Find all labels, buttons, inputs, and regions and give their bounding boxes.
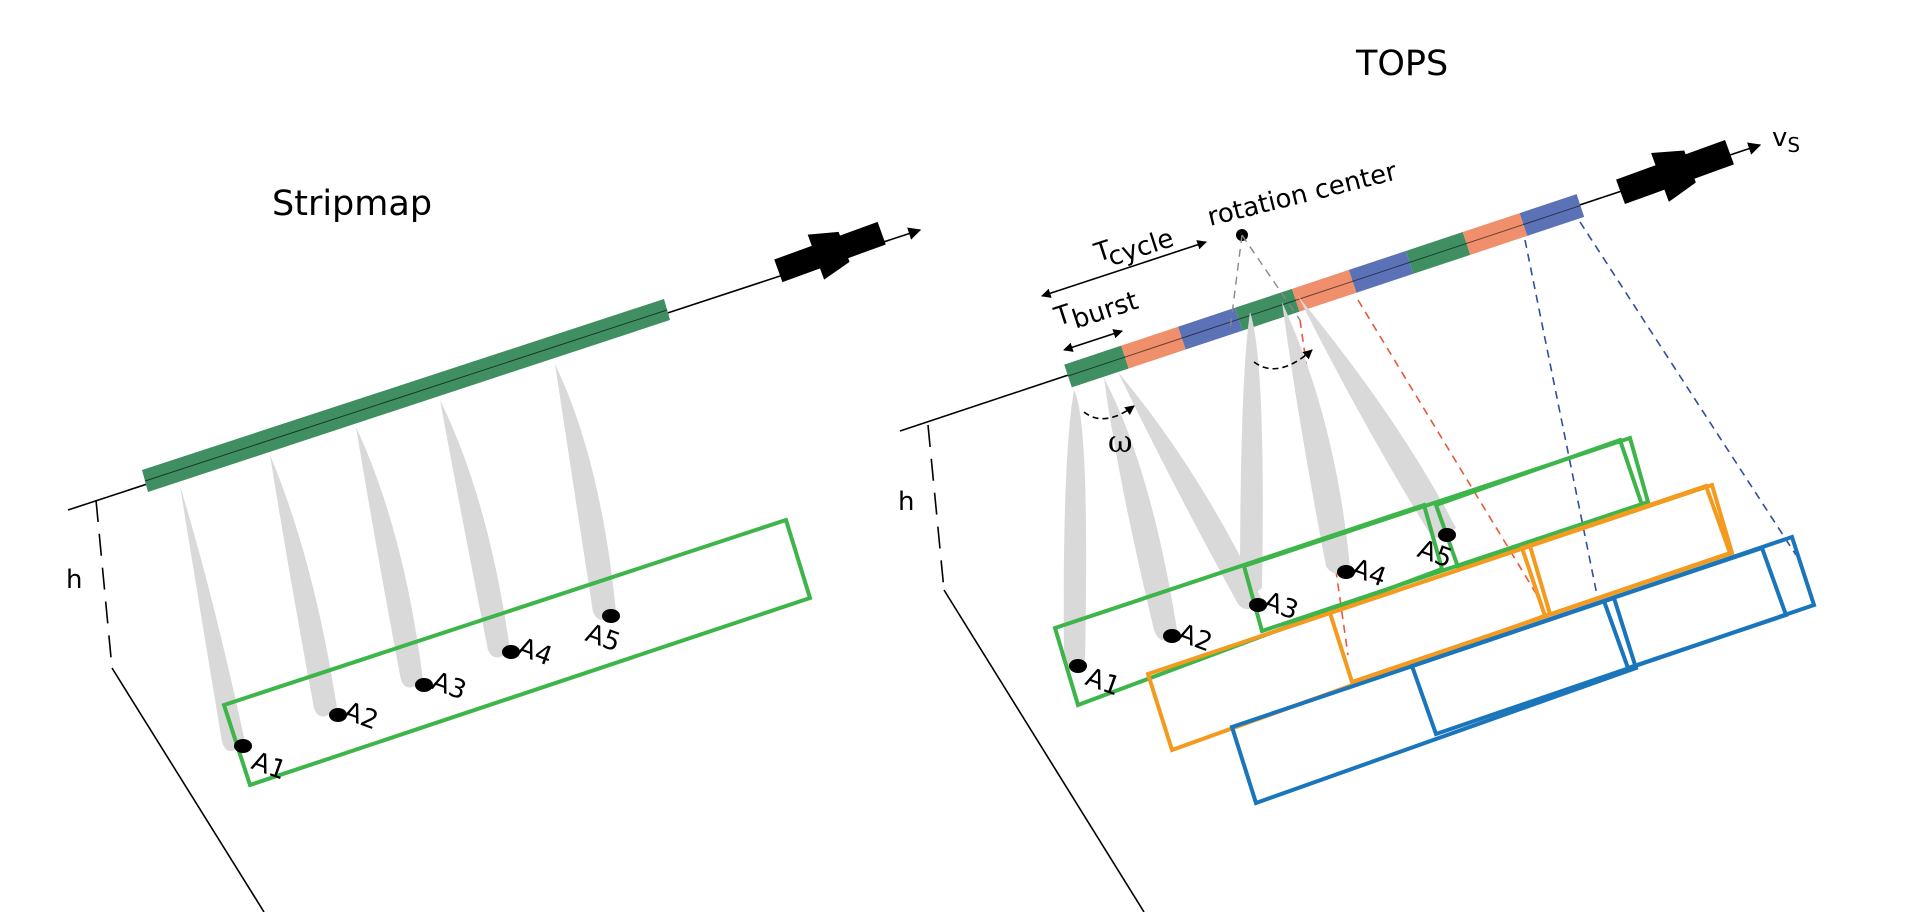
- label-a2: A2: [340, 696, 383, 736]
- target-a4: [1337, 565, 1355, 579]
- label-a5: A5: [582, 618, 625, 658]
- green-footprint-3: [1433, 437, 1645, 570]
- blue-footprint-3: [1601, 545, 1789, 671]
- tops-burst-bar: [1064, 194, 1585, 388]
- satellite-icon: [774, 221, 886, 283]
- blue-footprints: [1229, 534, 1817, 806]
- tops-beam-4: [1240, 312, 1263, 594]
- label-a1: A1: [248, 746, 291, 786]
- tops-height-dashed: [927, 424, 945, 591]
- velocity-label: vS: [1772, 123, 1800, 157]
- stripmap-height-dashed: [95, 499, 113, 669]
- target-a1: [1069, 659, 1087, 673]
- label-a1: A1: [1082, 662, 1125, 702]
- rotation-dashed-gray: [1229, 234, 1243, 331]
- tops-targets: A1 A2 A3 A4 A5: [1069, 528, 1456, 702]
- omega-label: ω: [1108, 425, 1132, 460]
- orange-dashed-2: [1357, 299, 1541, 601]
- tops-beam-5: [1282, 302, 1350, 574]
- t-cycle-arrow: [1041, 240, 1207, 298]
- orange-footprint-3: [1519, 483, 1733, 619]
- label-a4: A4: [514, 632, 557, 672]
- stripmap-beam-4: [440, 400, 510, 658]
- target-a1: [234, 739, 252, 753]
- tops-beam-1: [1063, 390, 1087, 670]
- target-a3: [1249, 598, 1267, 612]
- target-a5: [1438, 528, 1456, 542]
- stripmap-footprint: [221, 517, 813, 788]
- tops-ground-line: [943, 589, 1145, 912]
- stripmap-beam-2: [270, 455, 337, 717]
- tops-beam-6: [1298, 296, 1456, 538]
- tops-title: TOPS: [1355, 44, 1448, 84]
- stripmap-ground-line: [111, 667, 265, 912]
- tops-beams: [1063, 296, 1456, 670]
- tops-panel: TOPS vS Tcycle Tburst: [898, 44, 1817, 912]
- t-cycle-label: Tcycle: [1090, 216, 1178, 277]
- target-a2: [1163, 629, 1181, 643]
- stripmap-title: Stripmap: [272, 184, 432, 224]
- stripmap-height-label: h: [66, 565, 82, 595]
- tops-beam-3: [1118, 372, 1262, 610]
- target-a2: [329, 708, 347, 722]
- omega-arc-1: [1083, 405, 1135, 420]
- stripmap-beam-3: [356, 427, 423, 688]
- stripmap-beams: [180, 364, 616, 751]
- stripmap-bar-centerline: [144, 309, 668, 482]
- label-a3: A3: [428, 666, 471, 706]
- stripmap-beam-1: [180, 486, 245, 751]
- blue-footprint-1: [1229, 595, 1639, 806]
- rotation-center-label: rotation center: [1204, 157, 1400, 233]
- blue-dashed-1: [1524, 239, 1599, 601]
- t-burst-label: Tburst: [1050, 278, 1142, 340]
- stripmap-panel: Stripmap A1 A2: [66, 184, 922, 912]
- t-burst-arrow: [1063, 329, 1123, 352]
- tops-beam-2: [1104, 378, 1178, 641]
- target-a3: [415, 678, 433, 692]
- target-a5: [602, 609, 620, 623]
- tops-height-label: h: [898, 487, 914, 517]
- orange-footprints: [1145, 482, 1735, 753]
- target-a4: [502, 645, 520, 659]
- satellite-icon: [1616, 139, 1734, 205]
- rotation-dashed-gray-2: [1241, 234, 1301, 321]
- omega-arc-2: [1253, 349, 1313, 370]
- blue-dashed-2: [1579, 221, 1797, 556]
- stripmap-beam-5: [555, 364, 616, 620]
- label-a4: A4: [1348, 553, 1391, 593]
